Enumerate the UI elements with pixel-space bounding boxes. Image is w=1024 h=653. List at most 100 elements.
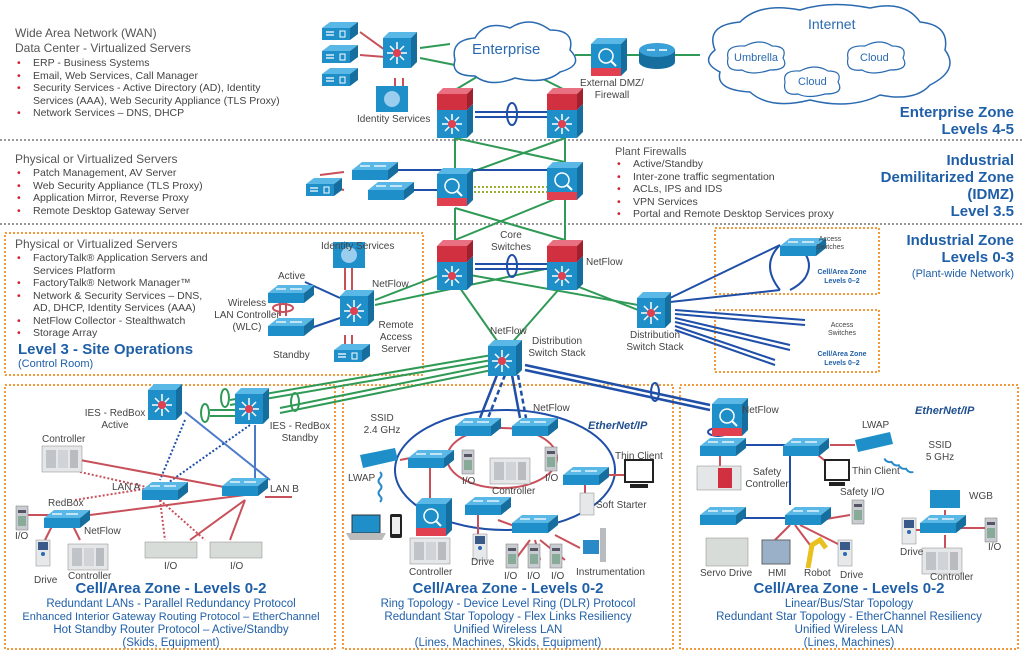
cell1-line: Redundant LANs - Parallel Redundancy Pro…: [46, 598, 296, 610]
ie-switch-icon: [407, 449, 455, 469]
cell-zone-line2: Levels 0–2: [824, 360, 860, 367]
controller-icon: [67, 543, 109, 571]
server-icon: [305, 177, 343, 197]
wireless-signal-icon: [377, 471, 383, 503]
wgb-icon: [930, 490, 960, 508]
cell1-title: Cell/Area Zone - Levels 0-2: [75, 580, 267, 597]
server-icon: [321, 67, 359, 87]
distribution-switch-label-2: Distribution Switch Stack: [620, 330, 690, 354]
servo-drive-icon: [705, 537, 749, 567]
cell-zone-label-lower: Cell/Area Zone Levels 0–2: [812, 350, 872, 368]
safety-controller-line1: Safety: [752, 467, 782, 478]
wlc-standby-label: Standby: [273, 350, 310, 361]
cell3-io-label: I/O: [988, 542, 1002, 553]
layer3-switch-icon: [339, 289, 375, 327]
thin-client-icon: [824, 459, 850, 486]
level3-item: Storage Array: [15, 327, 208, 340]
io-icon: [544, 446, 558, 472]
cell3-drive-2-label: Drive: [900, 547, 924, 558]
idmz-line1: Industrial: [946, 152, 1014, 169]
hmi-icon: [761, 539, 791, 565]
io-icon: [461, 449, 475, 475]
core-switch-icon: [546, 239, 584, 291]
redbox-standby-line2: Standby: [281, 433, 319, 444]
level3-subtitle: (Control Room): [18, 358, 94, 370]
drive-icon: [901, 517, 917, 545]
enterprise-zone-title: Enterprise Zone Levels 4-5: [900, 104, 1014, 138]
redbox-active-label: IES - RedBox Active: [80, 408, 150, 432]
io-icon: [209, 541, 263, 559]
access-switches-label-upper: Access Switches: [810, 236, 850, 252]
ie-switch-icon: [221, 477, 269, 497]
cell1-io-1-label: I/O: [164, 561, 178, 572]
idmz-line3: (IDMZ): [967, 186, 1014, 203]
level3-item-continued: Services Platform: [33, 264, 116, 277]
idmz-line2: Demilitarized Zone: [880, 169, 1014, 186]
enterprise-cloud-label: Enterprise: [472, 41, 541, 58]
cell-zone-line2: Levels 0–2: [824, 278, 860, 285]
hmi-label: HMI: [768, 568, 787, 579]
external-dmz-line2: Firewall: [594, 90, 630, 101]
ras-line1: Remote: [378, 320, 414, 331]
server-icon: [321, 44, 359, 64]
internet-cloud: [707, 3, 951, 105]
core-netflow-label: NetFlow: [586, 257, 623, 268]
external-dmz-line1: External DMZ/: [580, 78, 644, 89]
safety-controller-label: Safety Controller: [742, 467, 792, 491]
core-line1: Core: [500, 230, 522, 241]
firewall-item: Active/Standby: [615, 158, 834, 171]
cloud-label-1: Cloud: [860, 52, 889, 64]
cell-zone-line1: Cell/Area Zone: [817, 351, 867, 358]
industrial-zone-sub: (Plant-wide Network): [911, 268, 1014, 280]
cell-area-boundary-lower: [714, 309, 880, 373]
router-icon: [639, 43, 675, 69]
cell1-line: (Skids, Equipment): [122, 637, 220, 649]
cell3-netflow-label: NetFlow: [742, 405, 779, 416]
wlc-active-label: Active: [278, 271, 306, 282]
switch-icon: [367, 181, 415, 201]
access-line1: Access: [818, 236, 842, 243]
wlc-line2: LAN Controller: [214, 310, 280, 321]
cell3-line: Redundant Star Topology - EtherChannel R…: [716, 611, 982, 623]
level3-servers-list: FactoryTalk® Application Servers and Ser…: [15, 252, 208, 340]
safety-controller-icon: [696, 465, 742, 491]
internet-label: Internet: [808, 16, 856, 32]
cell2-line: (Lines, Machines, Skids, Equipment): [414, 637, 602, 649]
idmz-server-item: Patch Management, AV Server: [15, 167, 203, 180]
controller-icon: [921, 547, 963, 575]
links: [28, 31, 985, 561]
ifw-firewall-icon: [415, 497, 453, 537]
idmz-server-item: Application Mirror, Reverse Proxy: [15, 192, 203, 205]
level3-title: Level 3 - Site Operations: [18, 341, 194, 358]
cell3-lwap-label: LWAP: [862, 420, 890, 431]
ie-switch-icon: [511, 417, 559, 437]
distribution-1-line1: Distribution: [531, 336, 583, 347]
cell1-netflow-label: NetFlow: [84, 526, 121, 537]
dc-item: Security Services - Active Directory (AD…: [15, 82, 280, 95]
cell3-line: Linear/Bus/Star Topology: [784, 598, 914, 610]
redbox-active-line1: IES - RedBox: [84, 408, 146, 419]
ie-switch-icon: [464, 496, 512, 516]
controller-icon: [41, 445, 83, 473]
phone-icon: [390, 514, 402, 538]
ie-switch-icon: [511, 514, 559, 534]
dc-item: Network Services – DNS, DHCP: [15, 107, 280, 120]
level3-identity-services-label: Identity Services: [321, 241, 395, 252]
cell2-controller-label: Controller: [409, 567, 453, 578]
plant-firewalls-title: Plant Firewalls: [615, 146, 687, 158]
enterprise-zone-levels: Levels 4-5: [941, 121, 1014, 138]
industrial-zone-title: Industrial Zone Levels 0-3 (Plant-wide N…: [906, 232, 1014, 283]
level3-netflow-label: NetFlow: [372, 279, 409, 290]
level3-item-continued: AD, DHCP, Identity Services (AAA): [33, 302, 196, 314]
ie-switch-icon: [562, 466, 610, 486]
laptop-icon: [346, 514, 386, 540]
external-dmz-label: External DMZ/ Firewall: [572, 78, 652, 102]
enterprise-cloud: [453, 21, 577, 84]
core-switch-icon: [436, 87, 474, 139]
distribution-2-line2: Switch Stack: [626, 342, 684, 353]
cell-zone-line1: Cell/Area Zone: [817, 269, 867, 276]
identity-services-label: Identity Services: [357, 114, 431, 125]
redbox-standby-label: IES - RedBox Standby: [265, 421, 335, 445]
safety-io-icon: [851, 499, 865, 525]
